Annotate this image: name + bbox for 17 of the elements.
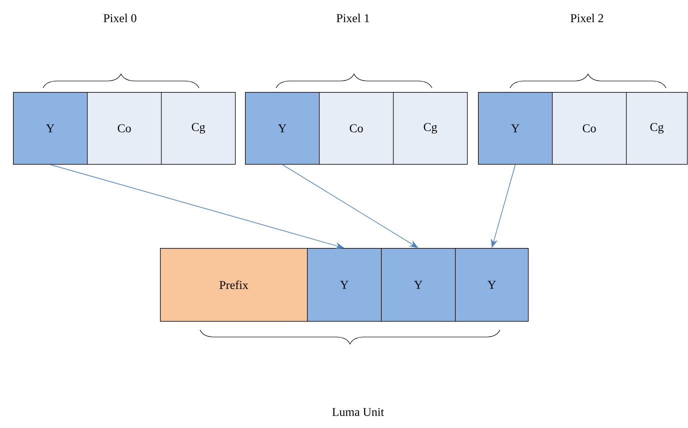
cell: Cg: [161, 92, 236, 165]
cell: Y: [478, 92, 553, 165]
cell: Co: [552, 92, 627, 165]
cell: Co: [87, 92, 162, 165]
group-label: Luma Unit: [332, 408, 384, 416]
cell: Y: [455, 248, 529, 322]
cell: Cg: [626, 92, 688, 165]
group-label: Pixel 2: [570, 14, 604, 22]
cell: Y: [307, 248, 382, 322]
cell: Cg: [393, 92, 468, 165]
cell: Y: [381, 248, 456, 322]
group-label: Pixel 0: [104, 14, 136, 22]
cell: Y: [13, 92, 88, 165]
cell: Co: [319, 92, 394, 165]
group-label: Pixel 1: [336, 14, 370, 22]
cell: Prefix: [160, 248, 308, 322]
cell: Y: [245, 92, 320, 165]
